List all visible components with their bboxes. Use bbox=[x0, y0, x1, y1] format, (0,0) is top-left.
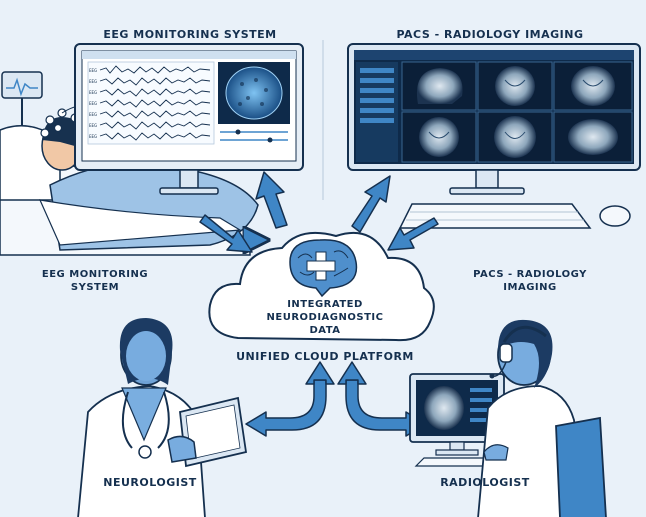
eeg-channel-label: EEG bbox=[89, 79, 98, 84]
eeg-channel-label: EEG bbox=[89, 101, 98, 106]
cloud-label-line2: NEURODIAGNOSTIC bbox=[266, 312, 384, 323]
neurologist-label: NEUROLOGIST bbox=[103, 476, 197, 489]
eeg-channel-label: EEG bbox=[89, 68, 98, 73]
eeg-monitor bbox=[74, 43, 304, 195]
pacs-title-top: PACS - RADIOLOGY IMAGING bbox=[396, 28, 584, 41]
eeg-side-label-line2: SYSTEM bbox=[70, 282, 120, 293]
cloud-label-line1: INTEGRATED bbox=[287, 299, 363, 310]
radiologist-label: RADIOLOGIST bbox=[440, 476, 530, 489]
neurologist-figure bbox=[77, 318, 248, 517]
platform-label: UNIFIED CLOUD PLATFORM bbox=[236, 350, 414, 363]
cloud bbox=[208, 231, 435, 342]
eeg-channel-label: EEG bbox=[89, 112, 98, 117]
pacs-side-label-line1: PACS - RADIOLOGY bbox=[473, 269, 587, 280]
eeg-channel-label: EEG bbox=[89, 123, 98, 128]
eeg-channel-label: EEG bbox=[89, 134, 98, 139]
eeg-channel-label: EEG bbox=[89, 90, 98, 95]
eeg-channel-labels: EEG EEG EEG EEG EEG EEG EEG bbox=[89, 65, 101, 142]
eeg-title-top: EEG MONITORING SYSTEM bbox=[103, 28, 277, 41]
pacs-side-label-line2: IMAGING bbox=[503, 282, 557, 293]
arrow-shapes bbox=[199, 171, 439, 437]
cloud-label-line3: DATA bbox=[309, 325, 341, 336]
radiologist-figure bbox=[409, 319, 607, 517]
keyboard bbox=[398, 203, 631, 229]
pacs-monitor bbox=[347, 43, 641, 195]
eeg-side-label-line1: EEG MONITORING bbox=[41, 269, 149, 280]
